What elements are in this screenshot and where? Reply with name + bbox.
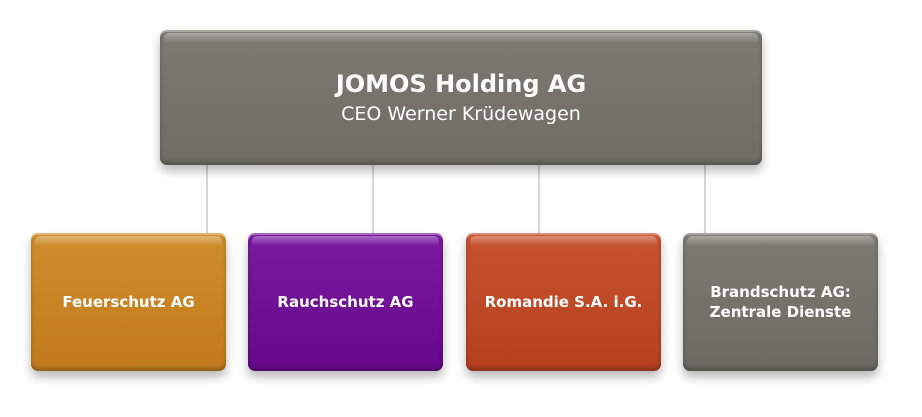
- org-box-feuerschutz: Feuerschutz AG: [31, 233, 226, 371]
- root-title: JOMOS Holding AG: [335, 69, 587, 98]
- org-box-label-line2: Zentrale Dienste: [709, 303, 852, 321]
- org-box-romandie: Romandie S.A. i.G.: [466, 233, 661, 371]
- connector-line: [538, 165, 540, 233]
- org-box-label: Rauchschutz AG: [277, 293, 414, 311]
- connector-line: [206, 165, 208, 233]
- connector-line: [372, 165, 374, 233]
- org-box-label: Feuerschutz AG: [62, 293, 195, 311]
- org-root-box: JOMOS Holding AG CEO Werner Krüdewagen: [160, 30, 762, 165]
- org-box-label-line1: Brandschutz AG:: [710, 283, 851, 301]
- org-box-label: Romandie S.A. i.G.: [484, 293, 643, 311]
- org-box-rauchschutz: Rauchschutz AG: [248, 233, 443, 371]
- org-box-brandschutz: Brandschutz AG: Zentrale Dienste: [683, 233, 878, 371]
- connector-line: [704, 165, 706, 233]
- root-subtitle: CEO Werner Krüdewagen: [341, 102, 581, 125]
